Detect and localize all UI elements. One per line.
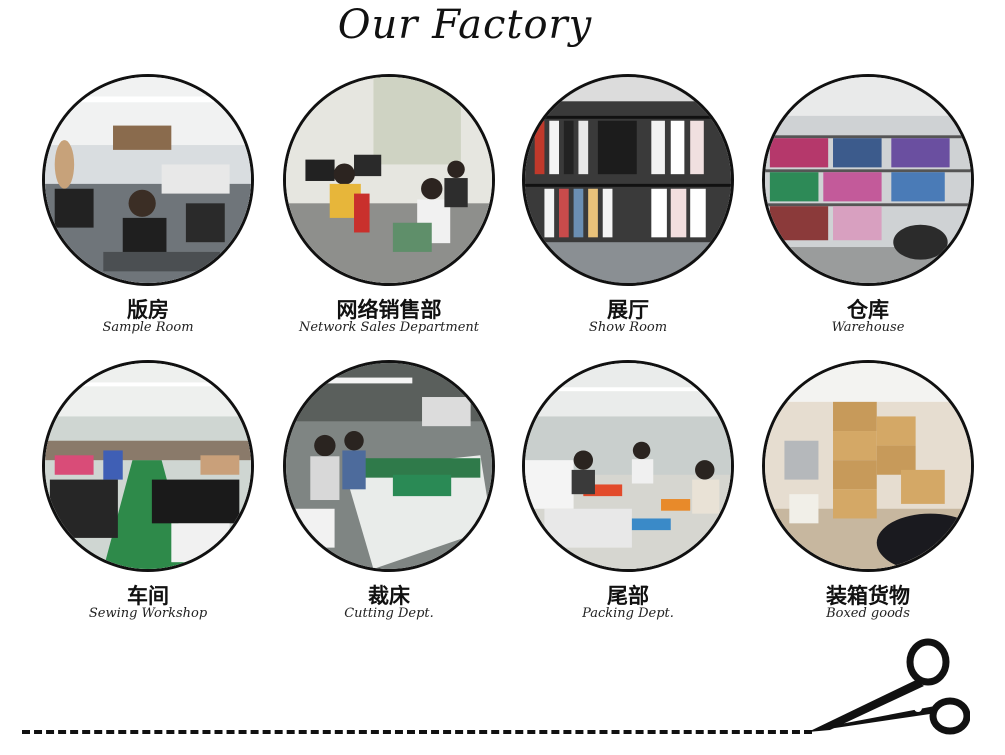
section-label-en: Cutting Dept. xyxy=(344,606,434,621)
section-label-cn: 尾部 xyxy=(607,584,649,608)
show-room-photo xyxy=(522,74,734,286)
network-sales-photo xyxy=(283,74,495,286)
section-label-cn: 网络销售部 xyxy=(336,298,442,322)
section-label-en: Show Room xyxy=(588,320,668,335)
section-label-cn: 仓库 xyxy=(847,298,889,322)
tile-cutting-dept: 裁床 Cutting Dept. xyxy=(273,360,513,630)
warehouse-photo xyxy=(762,74,974,286)
sample-room-photo xyxy=(42,74,254,286)
tile-packing-dept: 尾部 Packing Dept. xyxy=(512,360,752,630)
section-label-en: Packing Dept. xyxy=(582,606,674,621)
tile-show-room: 展厅 Show Room xyxy=(512,74,752,344)
dashed-cut-line xyxy=(22,730,812,734)
section-label-cn: 裁床 xyxy=(368,584,410,608)
tile-boxed-goods: 装箱货物 Boxed goods xyxy=(752,360,992,630)
cutting-dept-photo xyxy=(283,360,495,572)
tile-warehouse: 仓库 Warehouse xyxy=(752,74,992,344)
scissors-icon xyxy=(800,636,971,746)
section-label-cn: 版房 xyxy=(127,298,169,322)
boxed-goods-photo xyxy=(762,360,974,572)
tile-sample-room: 版房 Sample Room xyxy=(32,74,272,344)
photo-grid: 版房 Sample Room 网络销售部 Network Sales Depar xyxy=(32,74,992,630)
page-title: Our Factory xyxy=(337,2,593,48)
section-label-en: Sample Room xyxy=(102,320,194,335)
section-label-cn: 车间 xyxy=(127,584,169,608)
packing-dept-photo xyxy=(522,360,734,572)
section-label-en: Sewing Workshop xyxy=(88,606,208,621)
section-label-en: Network Sales Department xyxy=(298,320,480,335)
section-label-en: Boxed goods xyxy=(826,606,910,621)
tile-sewing-workshop: 车间 Sewing Workshop xyxy=(32,360,272,630)
section-label-cn: 装箱货物 xyxy=(826,584,910,608)
tile-network-sales: 网络销售部 Network Sales Department xyxy=(273,74,513,344)
sewing-workshop-photo xyxy=(42,360,254,572)
section-label-en: Warehouse xyxy=(831,320,905,335)
section-label-cn: 展厅 xyxy=(607,298,649,322)
